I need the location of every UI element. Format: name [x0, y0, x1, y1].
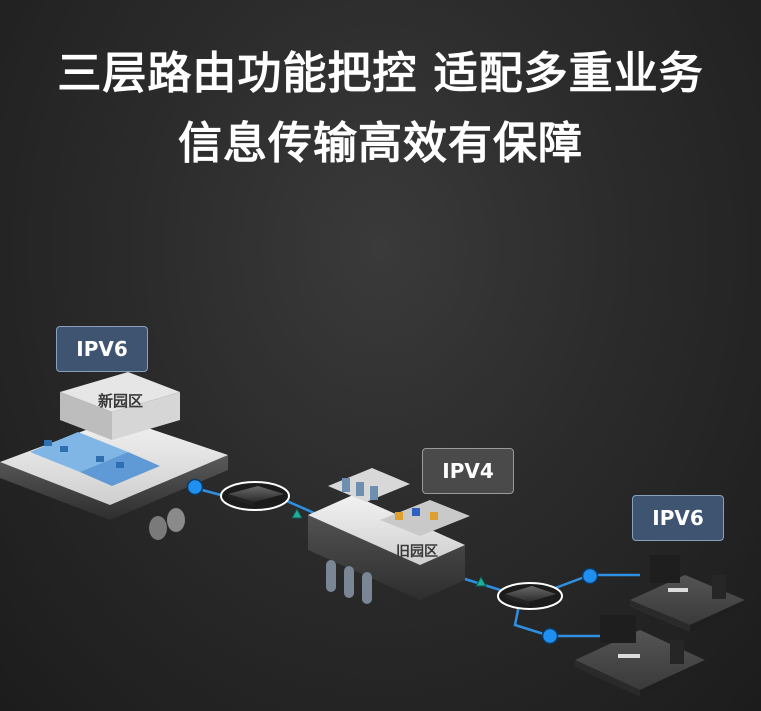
link-nodes	[186, 478, 599, 645]
old-campus-building: 旧园区	[308, 468, 470, 604]
ipv4-tag-old-campus: IPV4	[422, 448, 514, 494]
remote-site-lower	[575, 615, 705, 697]
triangle-marker-icon	[291, 507, 487, 587]
headline-line-1: 三层路由功能把控 适配多重业务	[57, 48, 704, 99]
switch-icon	[220, 481, 290, 511]
ipv6-tag-new-campus: IPV6	[56, 326, 148, 372]
headline-line-2: 信息传输高效有保障	[178, 118, 583, 169]
ipv6-tag-remote-sites: IPV6	[632, 495, 724, 541]
router-icon	[497, 582, 563, 610]
new-campus-label: 新园区	[98, 392, 143, 410]
remote-site-upper	[630, 555, 745, 632]
old-campus-label: 旧园区	[396, 544, 438, 560]
new-campus-building: 新园区	[0, 372, 228, 540]
